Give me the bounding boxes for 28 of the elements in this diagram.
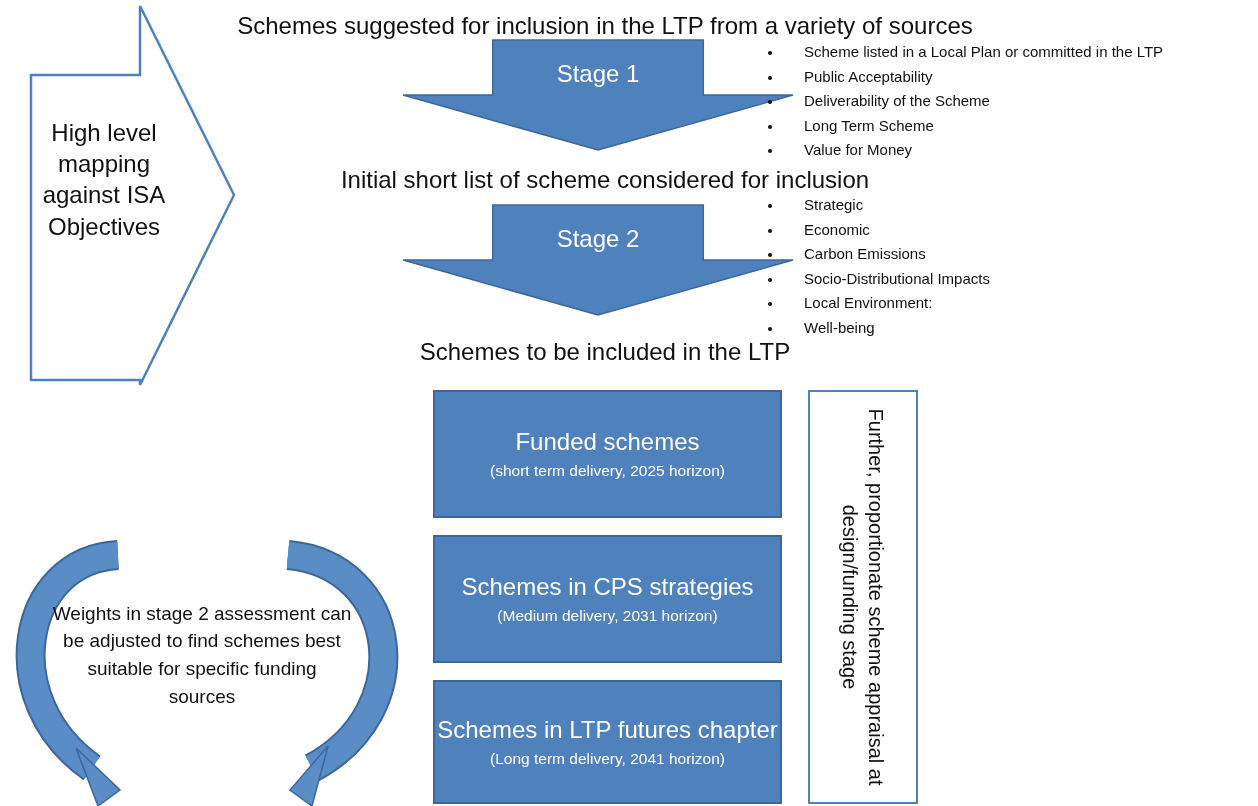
criterion-item: Long Term Scheme — [766, 113, 1164, 139]
scheme-box — [433, 535, 782, 663]
appraisal-box — [808, 390, 918, 804]
box-subtitle: (Medium delivery, 2031 horizon) — [497, 607, 718, 626]
mapping-arrow — [30, 5, 236, 386]
criterion-item: Value for Money — [766, 138, 1164, 163]
stage-heading: Schemes to be included in the LTP — [350, 338, 860, 370]
box-title: Schemes in LTP futures chapter — [437, 715, 778, 745]
criterion-item: Well-being — [766, 315, 990, 341]
vertical-note: Further, proportionate scheme appraisal at design/funding stage — [838, 407, 888, 788]
criterion-item: Economic — [766, 217, 990, 243]
criterion-item: Local Environment: — [766, 291, 990, 316]
box-subtitle: (Long term delivery, 2041 horizon) — [490, 750, 725, 769]
stage-arrow — [403, 205, 793, 315]
scheme-box — [433, 390, 782, 518]
scheme-box — [433, 680, 782, 804]
box-subtitle: (short term delivery, 2025 horizon) — [490, 462, 725, 481]
criterion-item: Public Acceptability — [766, 64, 1164, 90]
box-title: Funded schemes — [515, 427, 700, 457]
criterion-item: Socio-Distributional Impacts — [766, 266, 990, 292]
stage-arrow — [403, 40, 793, 150]
stage-label: Stage 2 — [555, 225, 641, 253]
criterion-item: Deliverability of the Scheme — [766, 89, 1164, 114]
criterion-item: Carbon Emissions — [766, 242, 990, 267]
stage-label: Stage 1 — [555, 60, 641, 88]
box-title: Schemes in CPS strategies — [461, 572, 754, 602]
assessment-note: Weights in stage 2 assessment can be adjusted to find schemes best suitable for specific funding sources — [52, 585, 352, 725]
mapping-label: High level mapping against ISA Objectives — [41, 118, 167, 242]
